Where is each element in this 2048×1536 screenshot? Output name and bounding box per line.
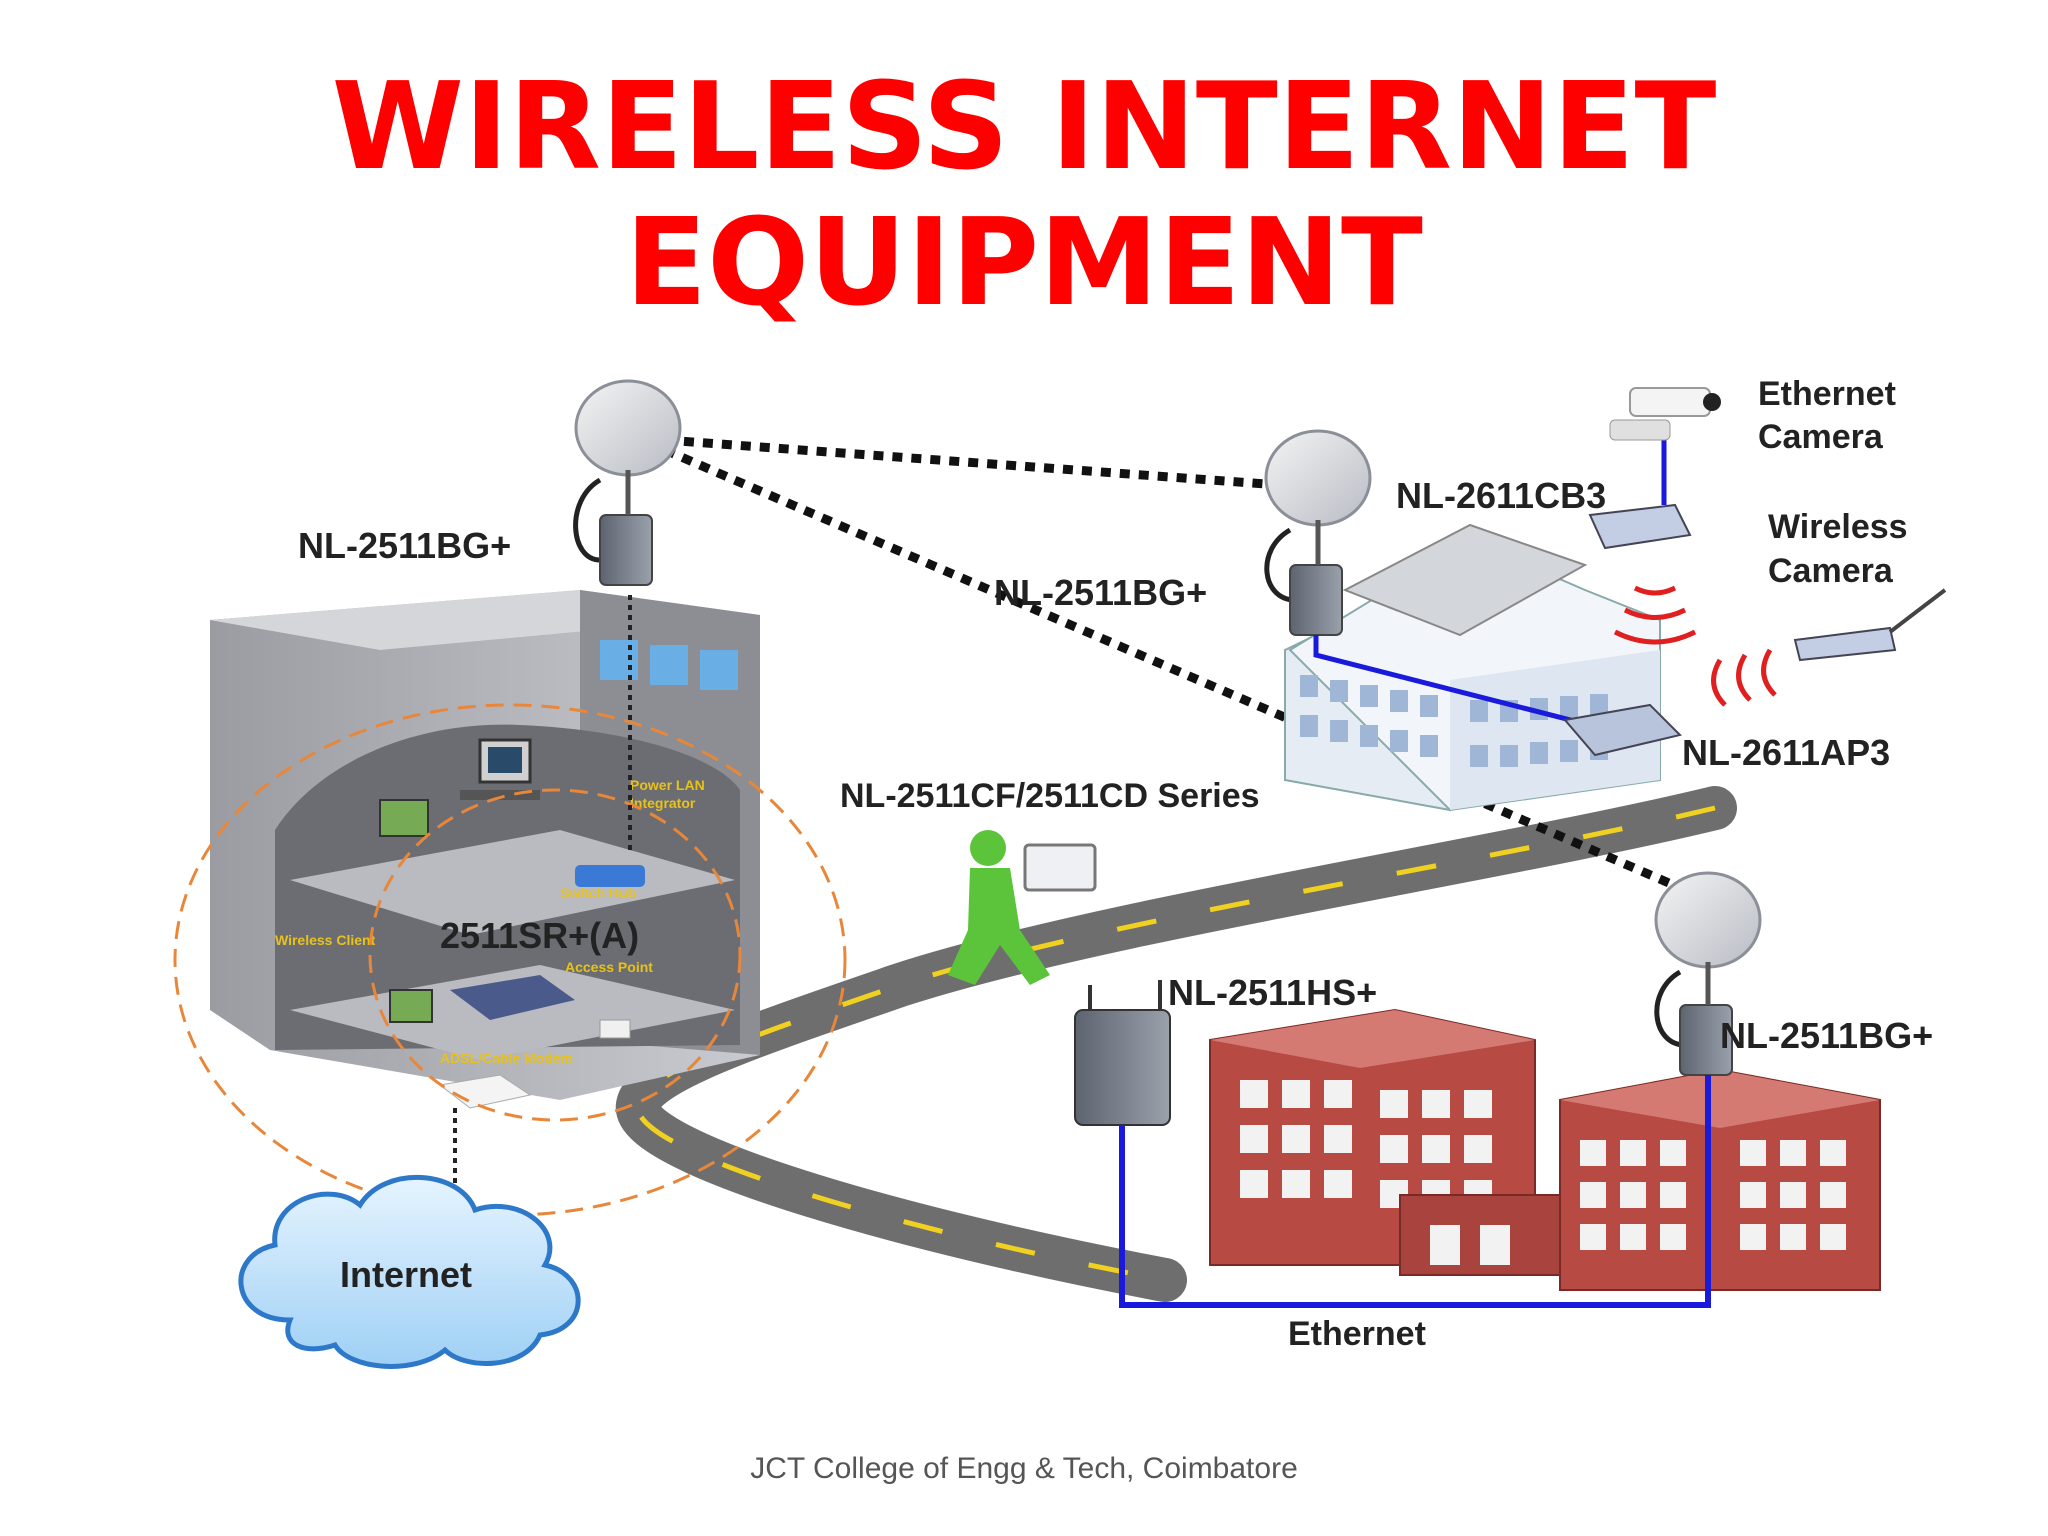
brick-building-connector bbox=[1399, 1194, 1576, 1276]
wireless-client-label: Wireless Client bbox=[275, 932, 376, 948]
wireless-camera-icon bbox=[1793, 588, 1947, 662]
left-dish-antenna bbox=[573, 379, 682, 586]
ethernet-camera-icon bbox=[1609, 387, 1721, 441]
access-point-label: Access Point bbox=[565, 959, 653, 975]
label-sr: 2511SR+(A) bbox=[440, 915, 639, 956]
label-bg-mid: NL-2511BG+ bbox=[994, 572, 1207, 613]
mobile-user-icon bbox=[948, 830, 1097, 985]
integrator-label: Integrator bbox=[630, 795, 696, 811]
wireless-signal-icon bbox=[1613, 585, 1777, 707]
label-wl-camera-2: Camera bbox=[1768, 552, 1894, 590]
internet-cloud-icon bbox=[238, 1174, 581, 1369]
label-hs: NL-2511HS+ bbox=[1168, 972, 1377, 1013]
ap3-device bbox=[1563, 703, 1682, 757]
title-line-1: WIRELESS INTERNET bbox=[331, 58, 1717, 197]
power-lan-label: Power LAN bbox=[630, 777, 705, 793]
brick-building-right bbox=[1559, 1068, 1881, 1291]
cb3-device bbox=[1588, 503, 1692, 550]
label-cb3: NL-2611CB3 bbox=[1396, 475, 1606, 516]
page-title: WIRELESS INTERNET EQUIPMENT bbox=[0, 60, 2048, 332]
title-line-2: EQUIPMENT bbox=[625, 194, 1423, 333]
right-dish-antenna bbox=[1654, 871, 1762, 1076]
label-wl-camera-1: Wireless bbox=[1768, 508, 1908, 546]
label-eth-camera-1: Ethernet bbox=[1758, 375, 1896, 413]
white-office-building bbox=[1284, 523, 1661, 812]
coverage-ring-inner bbox=[368, 788, 742, 1122]
label-bg-right: NL-2511BG+ bbox=[1720, 1015, 1933, 1056]
adsl-label: ADSL/Cable Modem bbox=[440, 1050, 573, 1066]
hs-outdoor-ap bbox=[1074, 980, 1171, 1126]
switch-hub-label: Switch Hub bbox=[560, 885, 636, 901]
middle-dish-antenna bbox=[1264, 429, 1372, 636]
label-eth-camera-2: Camera bbox=[1758, 418, 1884, 456]
ethernet-line-white-building bbox=[1313, 635, 1591, 728]
ethernet-line bbox=[1119, 1075, 1711, 1308]
footer-text: JCT College of Engg & Tech, Coimbatore bbox=[750, 1452, 1298, 1485]
label-cf-series: NL-2511CF/2511CD Series bbox=[840, 777, 1260, 815]
office-building: Power LAN Integrator Switch Hub Wireless… bbox=[210, 590, 760, 1109]
label-ethernet: Ethernet bbox=[1288, 1315, 1426, 1353]
label-ap3: NL-2611AP3 bbox=[1682, 732, 1890, 773]
label-bg-left: NL-2511BG+ bbox=[298, 525, 511, 566]
label-internet: Internet bbox=[340, 1254, 472, 1295]
wireless-links bbox=[663, 435, 1722, 910]
